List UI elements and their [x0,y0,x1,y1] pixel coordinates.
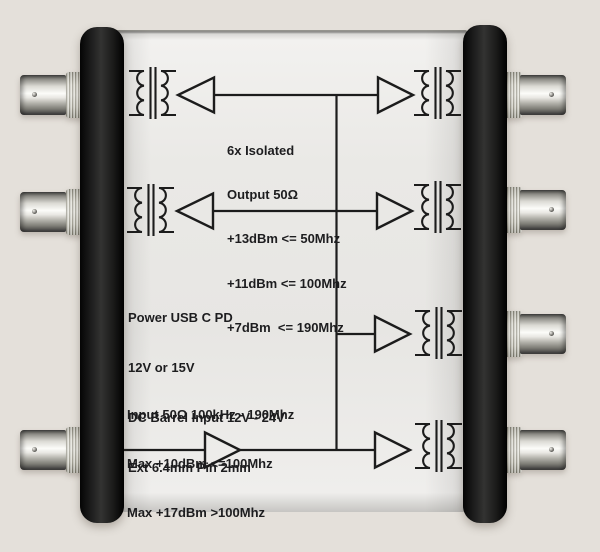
right-side-rail [463,25,507,523]
spec-line: +13dBm <= 50Mhz [227,231,341,247]
bnc-connector-right-1 [504,72,568,118]
bnc-connector-input [20,427,84,473]
bnc-connector-right-4 [504,427,568,473]
bnc-knurled-ring [504,72,522,118]
amplifier-icon-left-1 [175,75,216,115]
bnc-connector-left-2 [20,189,84,235]
bnc-barrel [20,192,66,232]
bnc-knurled-ring [504,187,522,233]
bnc-barrel [520,75,566,115]
transformer-icon-right-2 [412,179,463,235]
bnc-connector-left-1 [20,72,84,118]
spec-line: 6x Isolated [227,142,295,158]
transformer-icon-left-2 [125,182,176,238]
power-spec-text: Power USB C PD 12V or 15V DC Barrel Inpu… [128,277,285,509]
transformer-icon-right-4 [413,418,464,474]
amplifier-icon-right-4 [373,430,413,470]
aluminum-top-panel [116,30,467,512]
amplifier-icons [174,75,416,470]
input-spec-text: Input 50Ω 100kHz - 190Mhz Max +10dBm <=1… [127,375,294,552]
bnc-barrel [520,430,566,470]
amplifier-icon-left-2 [174,191,215,231]
amplifier-icon-input [203,430,243,470]
spec-line: +11dBm <= 100Mhz [227,275,347,291]
bnc-knurled-ring [66,427,84,473]
bnc-knurled-ring [66,72,84,118]
transformer-icon-right-1 [412,65,463,121]
bnc-connector-right-2 [504,187,568,233]
spec-line: Ext 6.4mm Pin 2mm [128,459,251,475]
bnc-knurled-ring [66,189,84,235]
amplifier-icon-right-2 [375,191,415,231]
amplifier-icon-right-1 [376,75,416,115]
output-spec-text: 6x Isolated Output 50Ω +13dBm <= 50Mhz +… [227,114,347,366]
spec-line: Max +10dBm <=100Mhz [127,456,273,472]
spec-line: Input 50Ω 100kHz - 190Mhz [127,407,295,423]
spec-line: Max +17dBm >100Mhz [127,504,266,520]
bnc-knurled-ring [504,427,522,473]
amplifier-icon-right-3 [373,314,413,354]
spec-line: DC Barrel Input 12V - 24V [128,409,285,425]
spec-line: Output 50Ω [227,186,299,202]
bnc-barrel [20,430,66,470]
left-side-rail [80,27,124,523]
bnc-barrel [20,75,66,115]
transformer-icon-right-3 [413,305,464,361]
bnc-connector-right-3 [504,311,568,357]
signal-bus-wires [124,93,378,452]
bnc-knurled-ring [504,311,522,357]
spec-line: 12V or 15V [128,359,195,375]
spec-line: +7dBm <= 190Mhz [227,320,344,336]
bnc-barrel [520,190,566,230]
spec-line: Power USB C PD [128,310,233,326]
bnc-barrel [520,314,566,354]
transformer-icon-left-1 [127,65,178,121]
